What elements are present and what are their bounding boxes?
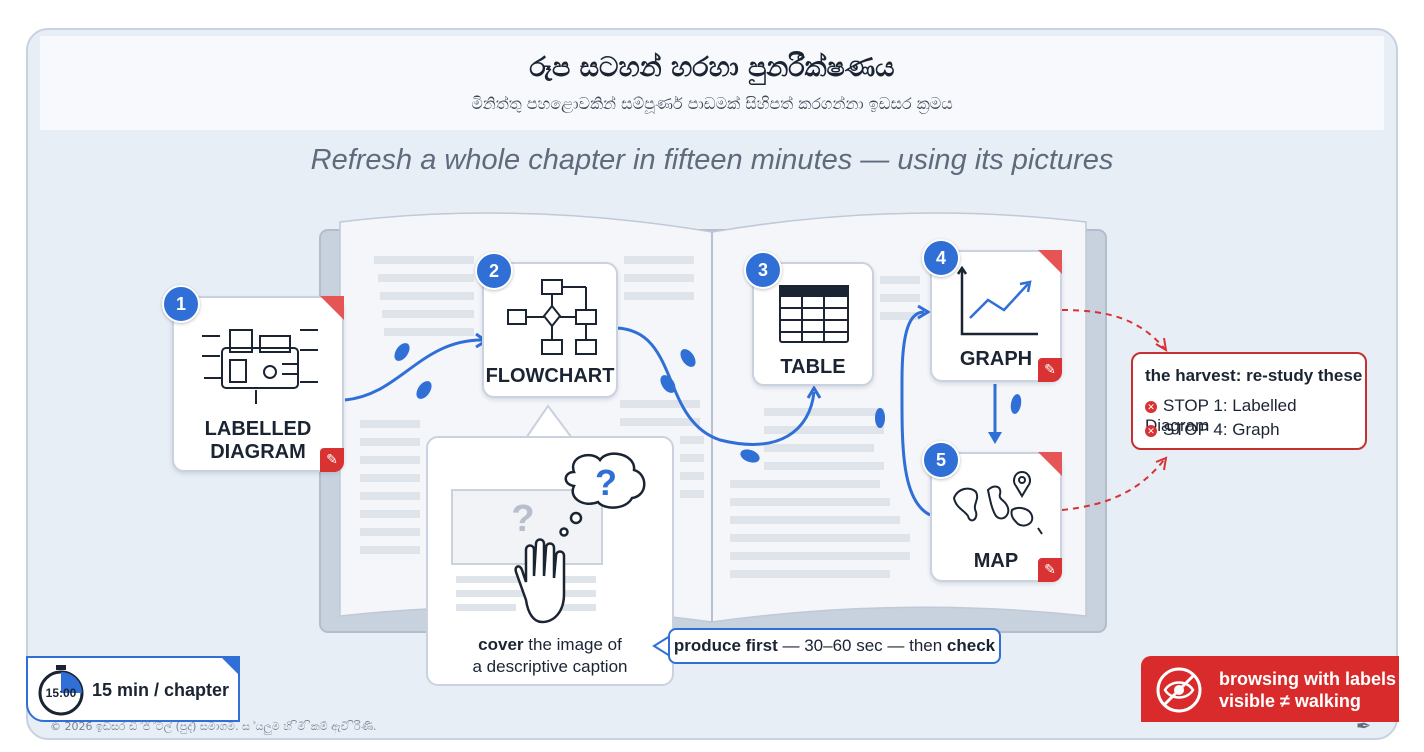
quill-icon: ✒	[1356, 716, 1372, 737]
cover-text-2: a descriptive caption	[472, 657, 628, 676]
timer-label: 15 min / chapter	[92, 680, 230, 700]
x-circle-icon: ✕	[1145, 425, 1157, 437]
stop-card-labelled-diagram[interactable]: LABELLED DIAGRAM ✎	[172, 296, 344, 472]
stop-label: DIAGRAM	[210, 441, 306, 463]
produce-bold: produce first	[673, 636, 778, 655]
timer-clock: 15:00	[45, 686, 77, 700]
produce-middle: — 30–60 sec — then	[777, 636, 947, 655]
warning-line-2: visible ≠ walking	[1219, 691, 1361, 711]
cover-technique-card: ? ? cover the image of a descriptive cap…	[426, 436, 674, 686]
cover-bold: cover	[478, 635, 524, 654]
pencil-icon[interactable]: ✎	[1038, 358, 1062, 382]
harvest-title: the harvest: re-study these	[1145, 366, 1363, 385]
flag-corner	[1038, 250, 1062, 274]
table-icon	[779, 285, 849, 343]
flag-corner	[320, 296, 344, 320]
tagline: Refresh a whole chapter in fifteen minut…	[310, 144, 1114, 176]
page-title: රූප සටහන් හරහා පුනරීක්ෂණය	[529, 52, 895, 83]
pencil-icon[interactable]: ✎	[1038, 558, 1062, 582]
cover-text-1: the image of	[523, 635, 622, 654]
warning-line-1: browsing with labels	[1219, 669, 1397, 689]
cover-caption: cover the image of a descriptive caption	[428, 634, 672, 678]
stop-label: MAP	[973, 550, 1019, 572]
pencil-icon[interactable]: ✎	[320, 448, 344, 472]
hidden-image-question: ?	[511, 498, 535, 540]
stop-number-badge: 5	[922, 441, 960, 479]
harvest-item: ✕ STOP 4: Graph	[1145, 420, 1280, 440]
stop-label: LABELLED	[204, 418, 312, 440]
harvest-item-text: STOP 4: Graph	[1163, 420, 1280, 439]
stop-card-map[interactable]: MAP ✎	[930, 452, 1062, 582]
timer-badge: 15:00 15 min / chapter	[26, 656, 240, 722]
harvest-item: ✕STOP 1: Labelled Diagram	[1145, 396, 1365, 436]
question-mark: ?	[595, 462, 617, 503]
line-graph-icon	[956, 266, 1038, 336]
covered-image-illustration	[451, 452, 646, 624]
timer-corner	[220, 656, 240, 676]
stopwatch-icon	[38, 665, 84, 716]
harvest-item-text: STOP 1: Labelled Diagram	[1145, 396, 1297, 435]
no-eye-icon	[1156, 667, 1202, 713]
world-map-icon	[952, 470, 1043, 535]
produce-then-check-note: produce first — 30–60 sec — then check	[668, 628, 1001, 664]
stop-label: GRAPH	[959, 348, 1033, 370]
machine-diagram-icon	[202, 329, 318, 404]
check-bold: check	[946, 636, 996, 655]
stop-number-badge: 4	[922, 239, 960, 277]
flowchart-icon	[507, 279, 597, 355]
stop-number-badge: 3	[744, 251, 782, 289]
stop-number-badge: 2	[475, 252, 513, 290]
warning-banner: browsing with labels visible ≠ walking	[1141, 656, 1399, 722]
stop-label: TABLE	[780, 356, 846, 378]
stop-label: FLOWCHART	[485, 365, 615, 387]
flag-corner	[1038, 452, 1062, 476]
copyright-footer: © 2026 ඉඩසර ඩි ්ජි ්ටල් (පුද්) සමාගම. ස …	[50, 720, 377, 733]
x-circle-icon: ✕	[1145, 401, 1157, 413]
header-band	[40, 36, 1384, 130]
stop-number-badge: 1	[162, 285, 200, 323]
warning-text: browsing with labels visible ≠ walking	[1219, 668, 1396, 712]
harvest-box: the harvest: re-study these ✕STOP 1: Lab…	[1131, 352, 1367, 450]
page-subtitle: මිනිත්තු පහළොවකින් සම්පූර්ණ පාඩමක් සිහිප…	[471, 94, 953, 113]
